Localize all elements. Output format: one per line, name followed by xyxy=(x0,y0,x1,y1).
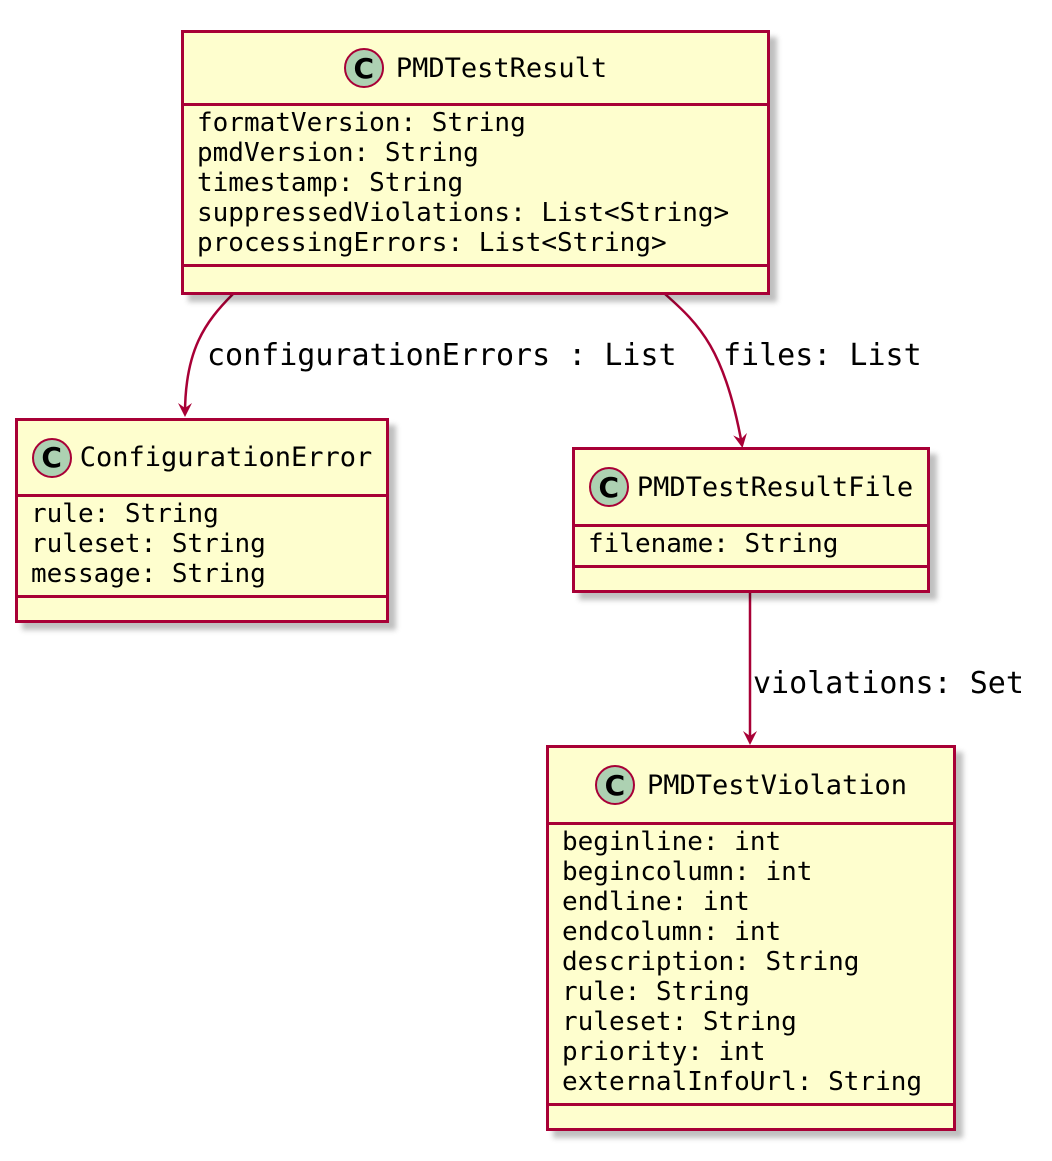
field: priority: int xyxy=(562,1037,766,1067)
field: formatVersion: String xyxy=(197,108,526,138)
class-header: C ConfigurationError xyxy=(18,421,386,497)
edge-label-configuration-errors: configurationErrors : List xyxy=(207,338,677,373)
class-name: PMDTestResultFile xyxy=(636,471,914,503)
field: begincolumn: int xyxy=(562,857,813,887)
field: filename: String xyxy=(588,529,839,559)
class-fields: beginline: int begincolumn: int endline:… xyxy=(549,825,953,1106)
class-badge-icon: C xyxy=(594,765,635,805)
field: rule: String xyxy=(31,499,219,529)
edge-label-violations: violations: Set xyxy=(753,666,1024,701)
class-header: C PMDTestViolation xyxy=(549,748,953,825)
field: rule: String xyxy=(562,977,750,1007)
field: pmdVersion: String xyxy=(197,138,479,168)
field: endline: int xyxy=(562,887,750,917)
class-header: C PMDTestResult xyxy=(184,33,767,106)
class-fields: formatVersion: String pmdVersion: String… xyxy=(184,106,767,267)
field: ruleset: String xyxy=(31,529,266,559)
class-badge-icon: C xyxy=(343,48,384,88)
class-badge-icon: C xyxy=(588,467,629,507)
class-configuration-error[interactable]: C ConfigurationError rule: String rulese… xyxy=(15,418,389,623)
class-header: C PMDTestResultFile xyxy=(575,450,927,527)
class-pmd-test-result[interactable]: C PMDTestResult formatVersion: String pm… xyxy=(181,30,770,295)
edge-files xyxy=(664,293,747,448)
field: timestamp: String xyxy=(197,168,464,198)
class-fields: rule: String ruleset: String message: St… xyxy=(18,497,386,598)
class-badge-icon: C xyxy=(31,437,72,478)
field: endcolumn: int xyxy=(562,917,782,947)
class-name: ConfigurationError xyxy=(79,442,373,473)
class-methods xyxy=(18,598,386,616)
edge-configuration-errors xyxy=(178,293,234,417)
class-pmd-test-violation[interactable]: C PMDTestViolation beginline: int beginc… xyxy=(546,745,956,1131)
field: suppressedViolations: List<String> xyxy=(197,198,730,228)
field: ruleset: String xyxy=(562,1007,797,1037)
field: message: String xyxy=(31,559,266,589)
field: processingErrors: List<String> xyxy=(197,228,667,258)
class-name: PMDTestResult xyxy=(395,52,608,84)
class-name: PMDTestViolation xyxy=(646,769,908,801)
field: externalInfoUrl: String xyxy=(562,1067,923,1097)
class-methods xyxy=(575,568,927,586)
class-pmd-test-result-file[interactable]: C PMDTestResultFile filename: String xyxy=(572,447,930,593)
edge-label-files: files: List xyxy=(723,338,922,373)
class-fields: filename: String xyxy=(575,527,927,568)
class-methods xyxy=(549,1106,953,1124)
class-methods xyxy=(184,267,767,285)
field: beginline: int xyxy=(562,827,782,857)
field: description: String xyxy=(562,947,860,977)
